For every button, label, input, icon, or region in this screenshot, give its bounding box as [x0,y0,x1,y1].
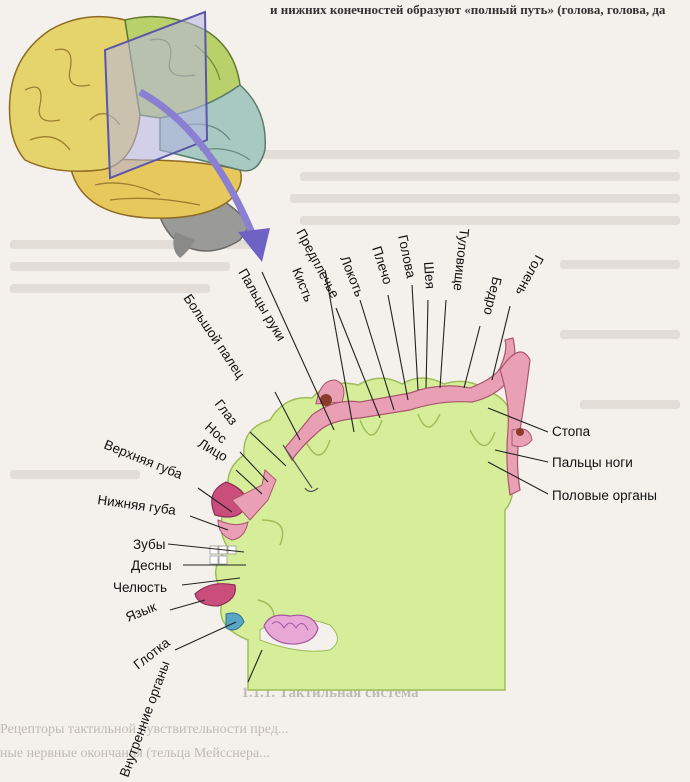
label-teeth: Зубы [133,537,166,552]
label-hand: Кисть [289,266,316,304]
cortex-cross-section [215,377,519,691]
label-foot: Стопа [552,424,591,439]
page-top-text: и нижних конечностей образуют «полный пу… [270,2,666,17]
label-neck: Шея [421,261,438,289]
label-shin: Голень [513,253,547,298]
label-gums: Десны [131,558,172,573]
label-fingers: Пальцы руки [235,266,288,344]
labels-right: Стопа Пальцы ноги Половые органы [552,424,657,503]
label-lower-lip: Нижняя губа [97,492,178,518]
label-tongue: Язык [124,599,159,625]
label-shoulder: Плечо [369,244,395,286]
label-toes: Пальцы ноги [552,455,633,470]
brain-illustration [8,10,270,262]
homunculus-figure [194,337,533,645]
label-internal-organs: Внутренние органы [117,659,173,779]
label-head: Голова [395,234,419,280]
label-genitals: Половые органы [552,488,657,503]
page-bottom-text: Рецепторы тактильной чувствительности пр… [0,722,289,737]
labels-top: Предплечье Кисть Локоть Плечо Голова Шея… [289,226,546,316]
label-trunk: Туловище [450,228,471,292]
label-upper-lip: Верхняя губа [102,437,185,482]
label-jaw: Челюсть [113,580,167,595]
label-thumb: Большой палец [181,291,249,381]
leader-lines [167,269,549,683]
page-bottom-text-2: ные нервные окончания (тельца Мейсснера.… [0,746,270,761]
label-thigh: Бедро [481,275,505,316]
